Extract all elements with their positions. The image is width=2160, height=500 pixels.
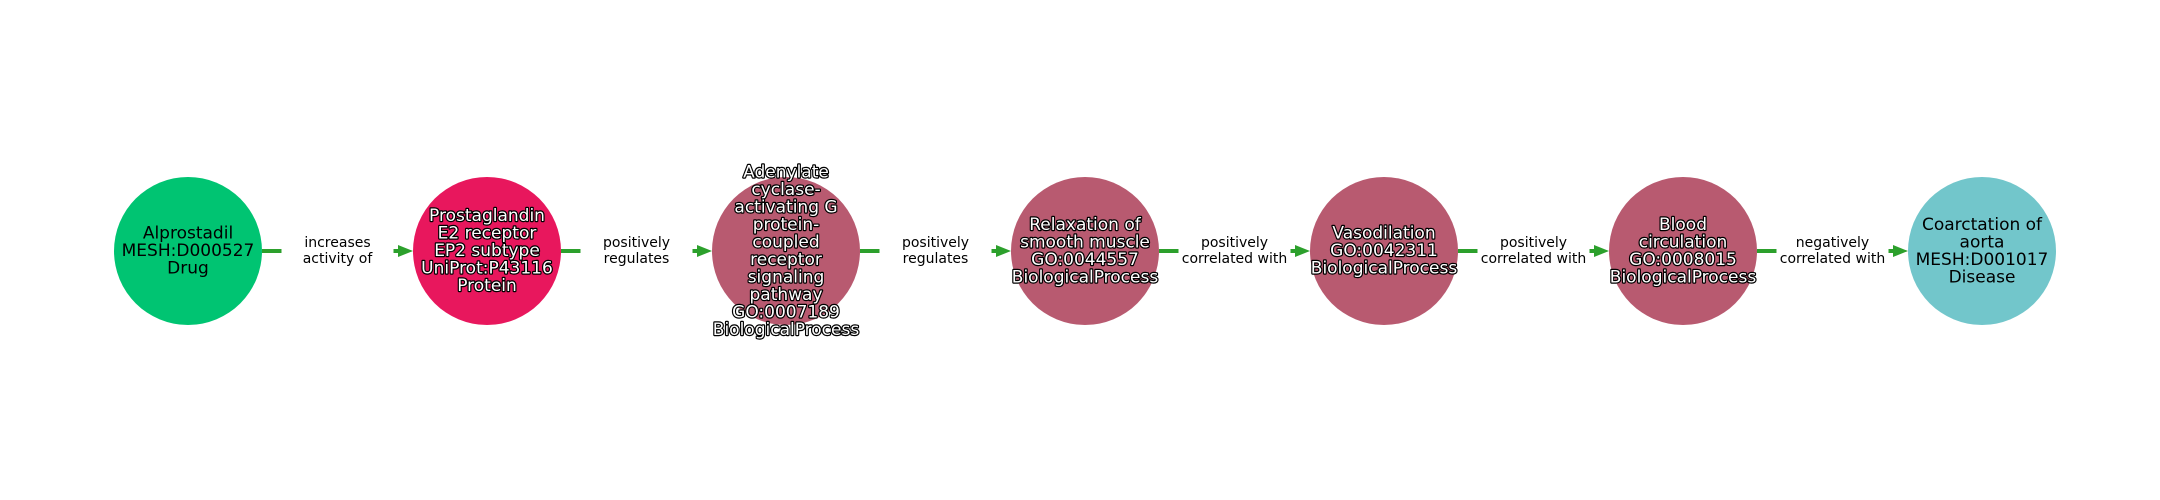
arrow-head-icon bbox=[398, 245, 413, 257]
edge-label-line: correlated with bbox=[1182, 251, 1287, 267]
edge-label-background bbox=[1178, 232, 1291, 268]
node-label-line: Disease bbox=[1949, 267, 2016, 287]
node-label-line: Adenylate bbox=[743, 162, 829, 182]
node-circle bbox=[712, 177, 860, 325]
edge-label-background bbox=[1776, 232, 1889, 268]
node-label-line: GO:0044557 bbox=[1031, 250, 1139, 270]
edge-label-line: positively bbox=[902, 235, 969, 251]
node-label-line: pathway bbox=[749, 285, 822, 305]
edge-label-line: negatively bbox=[1796, 235, 1869, 251]
node-label-line: signaling bbox=[748, 267, 825, 287]
node-label-line: BiologicalProcess bbox=[1012, 267, 1159, 287]
node-label-line: Protein bbox=[457, 276, 517, 296]
arrow-head-icon bbox=[1295, 245, 1310, 257]
node-blood[interactable]: BloodcirculationGO:0008015BiologicalProc… bbox=[1609, 177, 1758, 325]
node-label-line: BiologicalProcess bbox=[713, 320, 860, 340]
node-label-line: BiologicalProcess bbox=[1610, 267, 1757, 287]
node-circle bbox=[1011, 177, 1159, 325]
node-label-line: coupled bbox=[752, 232, 819, 252]
node-circle bbox=[1609, 177, 1757, 325]
node-label-line: GO:0007189 bbox=[732, 302, 840, 322]
node-label-line: BiologicalProcess bbox=[1311, 259, 1458, 279]
node-label-line: smooth muscle bbox=[1020, 232, 1150, 252]
arrow-head-icon bbox=[1594, 245, 1609, 257]
node-label-line: UniProt:P43116 bbox=[421, 259, 553, 279]
edge-label-line: increases bbox=[304, 235, 370, 251]
node-label-line: Vasodilation bbox=[1332, 224, 1435, 244]
node-circle bbox=[1310, 177, 1458, 325]
node-label-line: activating G bbox=[734, 197, 837, 217]
node-label-line: E2 receptor bbox=[438, 224, 537, 244]
node-label-line: Blood bbox=[1659, 215, 1707, 235]
edge-label-line: activity of bbox=[303, 251, 374, 267]
node-label-line: Prostaglandin bbox=[429, 206, 545, 226]
edge-label-line: correlated with bbox=[1481, 251, 1586, 267]
node-label-line: GO:0042311 bbox=[1330, 241, 1438, 261]
node-label-line: Drug bbox=[167, 259, 209, 279]
edge-label-background bbox=[580, 232, 693, 268]
edge-label-line: positively bbox=[603, 235, 670, 251]
node-circle bbox=[413, 177, 561, 325]
node-label-line: EP2 subtype bbox=[434, 241, 540, 261]
node-circle bbox=[114, 177, 262, 325]
node-label-line: MESH:D000527 bbox=[122, 241, 255, 261]
node-label-line: circulation bbox=[1639, 232, 1728, 252]
edge-label-line: positively bbox=[1201, 235, 1268, 251]
node-label-line: protein- bbox=[753, 215, 820, 235]
node-circle bbox=[1908, 177, 2056, 325]
edge-label-background bbox=[281, 232, 394, 268]
arrow-head-icon bbox=[697, 245, 712, 257]
node-label-line: aorta bbox=[1960, 232, 2005, 252]
node-label-line: Alprostadil bbox=[143, 224, 233, 244]
node-label-line: GO:0008015 bbox=[1629, 250, 1737, 270]
node-label-line: Coarctation of bbox=[1922, 215, 2043, 235]
node-label-line: receptor bbox=[750, 250, 822, 270]
edge-label-line: positively bbox=[1500, 235, 1567, 251]
edge-label-line: regulates bbox=[604, 251, 670, 267]
arrow-head-icon bbox=[996, 245, 1011, 257]
node-label-line: Relaxation of bbox=[1029, 215, 1141, 235]
edge-label-background bbox=[1477, 232, 1590, 268]
edge-label-line: regulates bbox=[903, 251, 969, 267]
edge-label-background bbox=[879, 232, 992, 268]
arrow-head-icon bbox=[1893, 245, 1908, 257]
node-label-line: cyclase- bbox=[751, 180, 820, 200]
edge-label-line: correlated with bbox=[1780, 251, 1885, 267]
node-label-line: MESH:D001017 bbox=[1916, 250, 2049, 270]
